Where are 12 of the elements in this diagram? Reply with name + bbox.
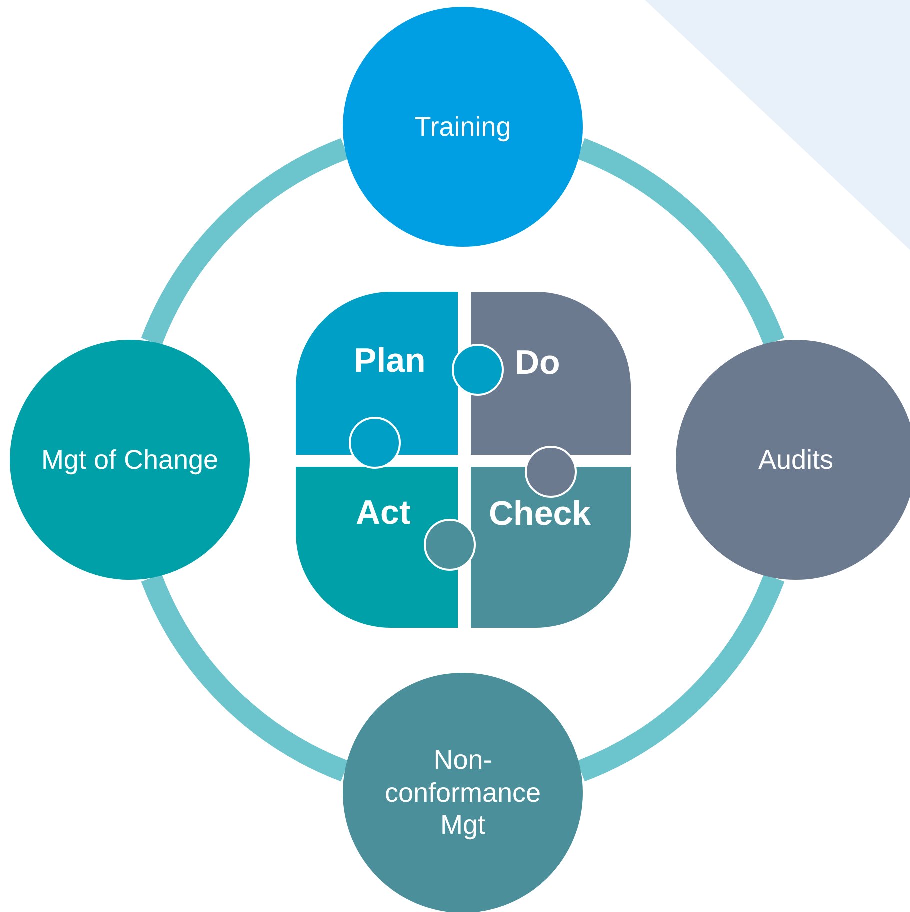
pdca-label: Check bbox=[489, 495, 592, 534]
ring-connector bbox=[142, 138, 350, 346]
ring-connector bbox=[576, 138, 784, 346]
circle-label: Mgt of Change bbox=[40, 444, 220, 476]
pdca-label: Act bbox=[356, 494, 411, 533]
pdca-label: Do bbox=[515, 344, 560, 383]
ring-connector bbox=[576, 574, 784, 782]
pdca-label: Plan bbox=[354, 342, 426, 381]
circle-label: Non-conformance Mgt bbox=[384, 744, 542, 842]
ring-connector bbox=[142, 574, 350, 782]
circle-label: Training bbox=[414, 110, 512, 144]
circle-label: Audits bbox=[757, 444, 835, 476]
